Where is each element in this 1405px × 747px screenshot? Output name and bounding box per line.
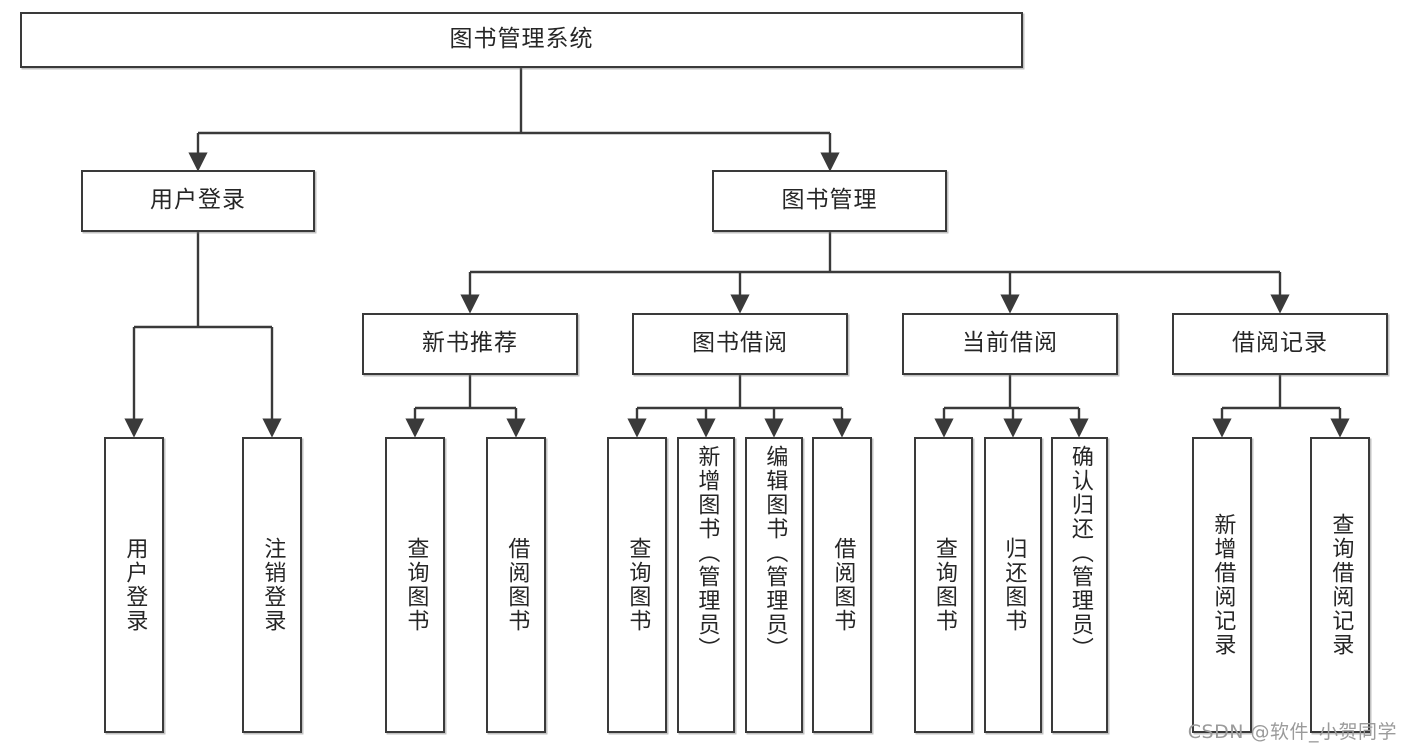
node-book-manage-label: 图书管理 (781, 187, 878, 214)
node-user-login[interactable]: 用户登录 (81, 170, 315, 232)
node-current-borrow[interactable]: 当前借阅 (902, 313, 1118, 375)
node-leaf-query-book-rec[interactable]: 查询图书 (385, 437, 445, 733)
node-leaf-query-book-borrow-label: 查询图书 (625, 537, 651, 633)
node-leaf-add-record-label: 新增借阅记录 (1210, 513, 1236, 657)
node-book-borrow[interactable]: 图书借阅 (632, 313, 848, 375)
csdn-watermark: CSDN @软件_小贺同学 (1187, 721, 1397, 743)
node-new-book-rec[interactable]: 新书推荐 (362, 313, 578, 375)
node-leaf-return-book[interactable]: 归还图书 (984, 437, 1042, 733)
node-leaf-borrow-book-label: 借阅图书 (830, 537, 856, 633)
node-leaf-query-book-cur[interactable]: 查询图书 (914, 437, 973, 733)
node-leaf-add-book-label: 新增图书（管理员） (694, 445, 720, 661)
node-leaf-user-login[interactable]: 用户登录 (104, 437, 164, 733)
node-book-manage[interactable]: 图书管理 (712, 170, 947, 232)
node-leaf-add-book[interactable]: 新增图书（管理员） (677, 437, 735, 733)
node-leaf-return-book-label: 归还图书 (1001, 537, 1027, 633)
node-leaf-edit-book-label: 编辑图书（管理员） (762, 445, 788, 661)
node-leaf-borrow-book-rec[interactable]: 借阅图书 (486, 437, 546, 733)
node-leaf-borrow-book[interactable]: 借阅图书 (812, 437, 872, 733)
node-book-borrow-label: 图书借阅 (692, 330, 788, 357)
node-borrow-record[interactable]: 借阅记录 (1172, 313, 1388, 375)
node-root[interactable]: 图书管理系统 (20, 12, 1023, 68)
node-leaf-confirm-return-label: 确认归还（管理员） (1067, 445, 1093, 661)
node-leaf-user-login-label: 用户登录 (122, 537, 148, 633)
node-leaf-edit-book[interactable]: 编辑图书（管理员） (745, 437, 803, 733)
node-root-label: 图书管理系统 (449, 26, 594, 53)
node-current-borrow-label: 当前借阅 (962, 330, 1058, 357)
node-leaf-logout[interactable]: 注销登录 (242, 437, 302, 733)
node-new-book-rec-label: 新书推荐 (422, 330, 518, 357)
node-leaf-query-record-label: 查询借阅记录 (1328, 513, 1354, 657)
node-leaf-borrow-book-rec-label: 借阅图书 (504, 537, 530, 633)
node-leaf-add-record[interactable]: 新增借阅记录 (1192, 437, 1252, 733)
node-user-login-label: 用户登录 (150, 187, 246, 214)
node-leaf-confirm-return[interactable]: 确认归还（管理员） (1051, 437, 1108, 733)
node-leaf-query-book-cur-label: 查询图书 (931, 537, 957, 633)
node-leaf-query-record[interactable]: 查询借阅记录 (1310, 437, 1370, 733)
node-leaf-query-book-rec-label: 查询图书 (403, 537, 429, 633)
node-leaf-query-book-borrow[interactable]: 查询图书 (607, 437, 667, 733)
node-borrow-record-label: 借阅记录 (1232, 330, 1328, 357)
node-leaf-logout-label: 注销登录 (260, 537, 286, 633)
